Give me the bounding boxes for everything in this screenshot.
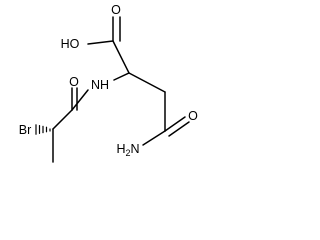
bond-acid-oh	[87, 40, 114, 45]
bond-alpha-nh	[113, 72, 130, 81]
label-amine-text: H	[116, 142, 125, 156]
bond-amide-co-2	[168, 121, 190, 137]
label-hydroxyl: HO	[61, 37, 80, 51]
label-bromine: Br	[19, 123, 32, 137]
label-terminal-amide-oxygen: O	[188, 109, 198, 123]
label-acid-carbonyl-oxygen: O	[111, 3, 121, 17]
bond-amide-cn	[142, 130, 166, 146]
label-terminal-amine: H2N	[116, 142, 139, 158]
bond-amide-co-1	[164, 116, 186, 132]
structure-canvas: HO O NH O Br H2N O	[19, 3, 198, 163]
label-acyl-carbonyl-oxygen: O	[69, 75, 79, 89]
hashed-wedge-bond-br	[35, 124, 51, 135]
bond-nh-acyl-c	[71, 89, 89, 111]
bond-alpha-ch2	[128, 72, 166, 93]
bond-acyl-chbr	[52, 109, 73, 130]
label-amide-nh: NH	[91, 78, 109, 92]
bond-alpha-carboxyl	[112, 40, 130, 74]
chemical-structure: HO O NH O Br H2N O	[19, 3, 198, 163]
